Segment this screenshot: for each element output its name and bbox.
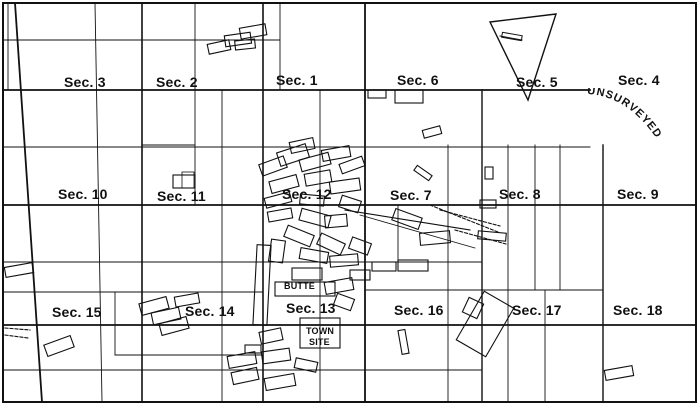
claim-rect-group <box>206 23 268 55</box>
section-label-8: Sec. 8 <box>499 186 541 202</box>
section-label-4: Sec. 4 <box>618 72 660 88</box>
butte-label: BUTTE <box>284 281 315 291</box>
section-label-6: Sec. 6 <box>397 72 439 88</box>
section-label-5: Sec. 5 <box>516 74 558 90</box>
grid-line <box>14 2 43 403</box>
section-label-3: Sec. 3 <box>64 74 106 90</box>
section-label-9: Sec. 9 <box>617 186 659 202</box>
section-label-13: Sec. 13 <box>286 300 336 316</box>
section-label-17: Sec. 17 <box>512 302 562 318</box>
site-label: SITE <box>309 337 330 347</box>
section-label-11: Sec. 11 <box>157 188 206 204</box>
claim-rect-group <box>258 136 373 268</box>
section-label-15: Sec. 15 <box>52 304 102 320</box>
section-label-14: Sec. 14 <box>185 303 235 319</box>
section-label-2: Sec. 2 <box>156 74 198 90</box>
claim-polygon <box>488 13 558 102</box>
section-label-1: Sec. 1 <box>276 72 318 88</box>
section-label-16: Sec. 16 <box>394 302 444 318</box>
section-label-7: Sec. 7 <box>390 187 432 203</box>
section-label-10: Sec. 10 <box>58 186 108 202</box>
town-label: TOWN <box>306 326 335 336</box>
section-label-12: Sec. 12 <box>282 186 332 202</box>
section-label-18: Sec. 18 <box>613 302 663 318</box>
